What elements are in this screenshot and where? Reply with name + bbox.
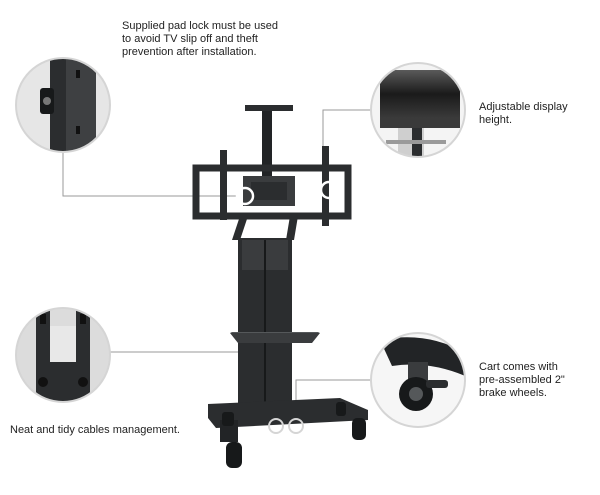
tv-stand <box>192 105 368 468</box>
camera-shelf <box>245 105 293 111</box>
middle-shelf <box>230 333 320 343</box>
brake-wheels-caption: Cart comes with pre-assembled 2" brake w… <box>479 361 565 399</box>
cable-marker-ring <box>268 418 284 434</box>
height-detail-callout <box>370 62 466 158</box>
lock-caption: Supplied pad lock must be used to avoid … <box>122 20 278 58</box>
right-arm <box>286 216 298 240</box>
caster-wheels <box>222 402 366 468</box>
left-arm <box>232 216 248 240</box>
lock-leader-line <box>62 152 238 197</box>
right-rail <box>322 146 329 226</box>
left-rail <box>220 150 227 220</box>
lock-marker-ring <box>235 186 255 206</box>
wheel-marker-ring <box>288 418 304 434</box>
wheel-detail-callout <box>370 332 466 428</box>
cable-management-caption: Neat and tidy cables management. <box>10 424 180 436</box>
mount-frame <box>192 164 352 220</box>
display-height-caption: Adjustable display height. <box>479 101 568 126</box>
base-frame <box>208 398 368 428</box>
height-marker-ring <box>319 180 339 200</box>
lock-detail-callout <box>15 57 111 153</box>
cable-detail-callout <box>15 307 111 403</box>
